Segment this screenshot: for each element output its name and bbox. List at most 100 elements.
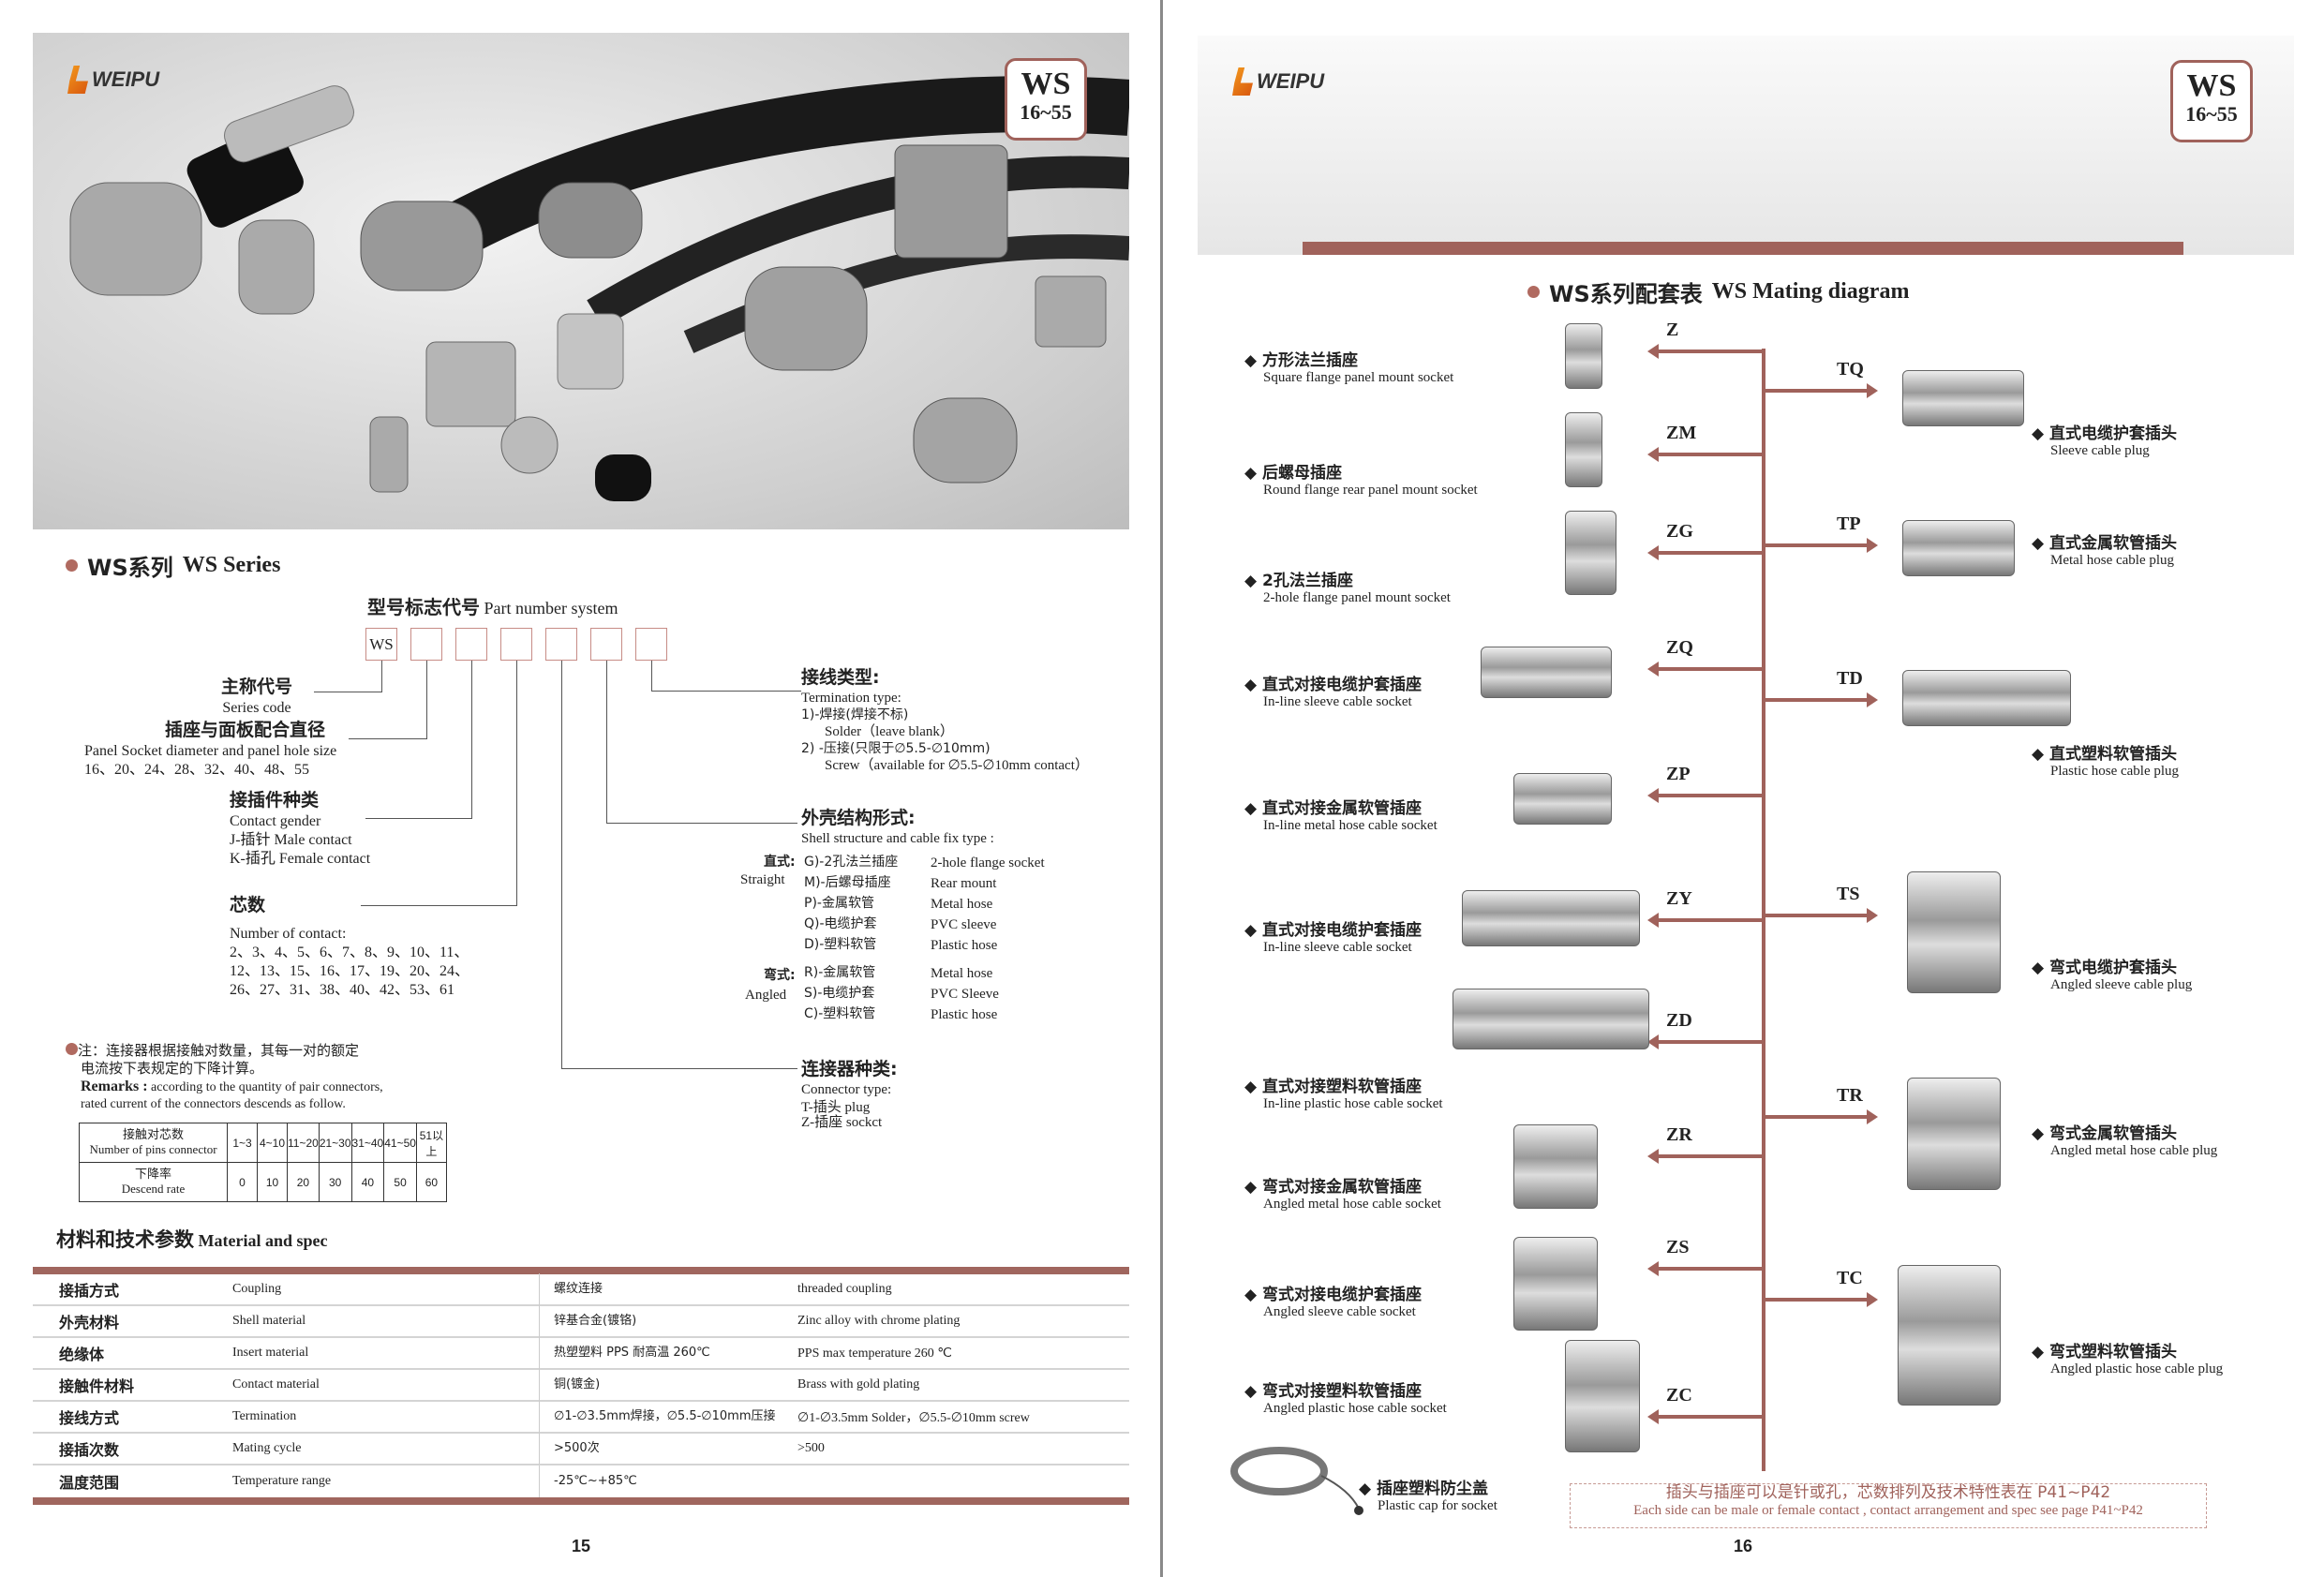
rate-header-cn: 下降率: [134, 1168, 171, 1183]
page-divider: [1160, 0, 1163, 1577]
bullet-dot-icon: [66, 559, 78, 572]
spec-name-cn: 接插次数: [59, 1441, 120, 1459]
socket-name-en: 2-hole flange panel mount socket: [1263, 590, 1451, 605]
shell-item-desc: Plastic hose: [931, 1007, 998, 1022]
shell-item-desc: PVC sleeve: [931, 917, 997, 932]
socket-name-cn: 后螺母插座: [1262, 464, 1342, 483]
part-number-title: 型号标志代号 Part number system: [367, 596, 618, 619]
gender-en: Contact gender: [230, 812, 321, 829]
remark-en1: according to the quantity of pair connec…: [151, 1079, 383, 1094]
arrow-to-plug: [1765, 692, 1878, 707]
socket-code: ZP: [1666, 764, 1691, 784]
socket-label-cn: ◆ 直式对接电缆护套插座: [1244, 921, 1422, 940]
plug-name-en: Angled sleeve cable plug: [2050, 977, 2193, 992]
shell-item-code: C)-塑料软管: [804, 1006, 876, 1021]
plug-code: TS: [1837, 884, 1860, 904]
socket-name-en: In-line sleeve cable socket: [1263, 694, 1412, 709]
socket-name-en: Round flange rear panel mount socket: [1263, 483, 1478, 498]
plug-name-cn: 直式塑料软管插头: [2049, 745, 2177, 764]
socket-label-cn: ◆ 方形法兰插座: [1244, 351, 1358, 370]
socket-name-cn: 直式对接塑料软管插座: [1262, 1078, 1422, 1096]
shell-item-desc: Plastic hose: [931, 938, 998, 953]
contacts-l1: 2、3、4、5、6、7、8、9、10、11、: [230, 944, 469, 960]
spec-name-en: Coupling: [232, 1282, 282, 1296]
dust-cap-en: Plastic cap for socket: [1378, 1498, 1497, 1513]
socket-code: ZQ: [1666, 637, 1693, 658]
socket-connector-image: [1452, 989, 1649, 1049]
socket-code: ZY: [1666, 888, 1692, 909]
mating-trunk-line: [1762, 349, 1765, 1471]
remark-label: Remarks :: [81, 1078, 148, 1094]
descend-rate: 60: [415, 1162, 447, 1202]
contacts-l2: 12、13、15、16、17、19、20、24、: [230, 962, 470, 979]
socket-code: ZG: [1666, 521, 1693, 542]
spec-value-en: threaded coupling: [797, 1282, 892, 1296]
mating-title-cn: WS系列配套表: [1549, 281, 1703, 307]
pin-range: 31~40: [350, 1123, 385, 1163]
section-title-en: WS Series: [182, 553, 281, 577]
badge-range: 16~55: [1020, 100, 1072, 124]
socket-name-en: In-line metal hose cable socket: [1263, 818, 1438, 833]
spec-value-cn: ∅1-∅3.5mm焊接，∅5.5-∅10mm压接: [539, 1401, 797, 1433]
socket-name-en: Angled metal hose cable socket: [1263, 1197, 1441, 1212]
plug-name-cn: 直式金属软管插头: [2049, 534, 2177, 553]
brand-name: WEIPU: [92, 67, 160, 91]
shell-item-desc: Metal hose: [931, 897, 993, 912]
shell-item-code: S)-电缆护套: [804, 986, 875, 1001]
arrow-to-socket: [1647, 344, 1764, 359]
panel-values: 16、20、24、28、32、40、48、55: [84, 761, 310, 778]
descend-rate: 50: [383, 1162, 417, 1202]
pin-range: 11~20: [287, 1123, 320, 1163]
socket-name-cn: 2孔法兰插座: [1262, 572, 1353, 590]
pin-range: 1~3: [227, 1123, 258, 1163]
shell-item-code: D)-塑料软管: [804, 937, 877, 952]
plug-connector-image: [1902, 520, 2015, 576]
weipu-logo: WEIPU: [1232, 67, 1324, 96]
plug-name-cn: 弯式塑料软管插头: [2049, 1343, 2177, 1361]
bullet-dot-icon: [1527, 286, 1540, 298]
spec-name-en: Shell material: [232, 1314, 306, 1328]
angled-en: Angled: [745, 988, 787, 1003]
arrow-to-socket: [1647, 545, 1764, 560]
weipu-logo: WEIPU: [67, 66, 159, 94]
spec-title: 材料和技术参数 Material and spec: [56, 1227, 327, 1252]
socket-label-cn: ◆ 后螺母插座: [1244, 464, 1342, 483]
shell-item-code: M)-后螺母插座: [804, 875, 891, 890]
remark-cn1: 注：连接器根据接触对数量，其每一对的额定: [78, 1042, 360, 1059]
spec-value-cn: 铜(镀金): [539, 1369, 797, 1401]
spec-name-en: Insert material: [232, 1346, 309, 1360]
spec-value-en: Zinc alloy with chrome plating: [797, 1314, 961, 1328]
spec-name-en: Termination: [232, 1409, 297, 1423]
socket-name-cn: 直式对接金属软管插座: [1262, 799, 1422, 818]
socket-name-en: In-line sleeve cable socket: [1263, 940, 1412, 955]
termination-o1-cn: 1)-焊接(焊接不标): [801, 707, 909, 722]
panel-cn: 插座与面板配合直径: [165, 720, 326, 740]
descend-rate: 30: [318, 1162, 352, 1202]
plug-name-en: Angled metal hose cable plug: [2050, 1143, 2218, 1158]
socket-code: Z: [1666, 320, 1679, 340]
part-number-box: [635, 628, 667, 661]
badge-series: WS: [2186, 68, 2237, 103]
socket-code: ZR: [1666, 1124, 1692, 1145]
termination-type: 接线类型: Termination type: 1)-焊接(焊接不标) Sold…: [801, 667, 1089, 775]
spec-value-cn: 螺纹连接: [539, 1273, 797, 1305]
spec-title-en: Material and spec: [198, 1231, 328, 1250]
rate-header-en: Descend rate: [121, 1181, 186, 1196]
part-number-box: [410, 628, 442, 661]
plug-name-cn: 直式电缆护套插头: [2049, 424, 2177, 443]
arrow-to-socket: [1647, 447, 1764, 462]
